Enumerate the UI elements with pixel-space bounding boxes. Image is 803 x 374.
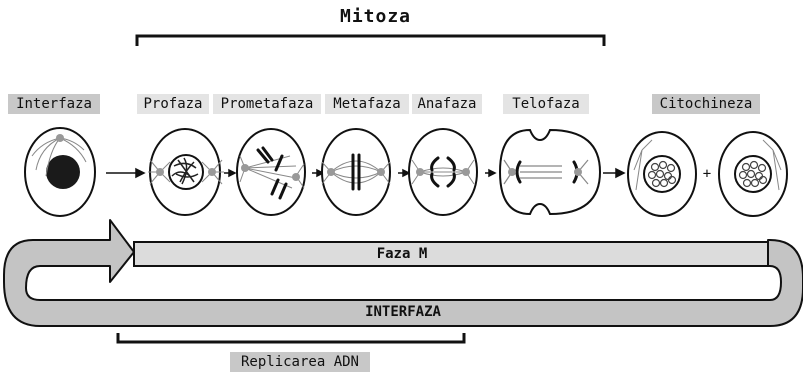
label-telophase: Telofaza (503, 94, 589, 114)
label-interphase: Interfaza (8, 94, 100, 114)
label-dna-replication: Replicarea ADN (230, 352, 370, 372)
cell-cytokinesis-right (719, 132, 787, 216)
cell-interphase (25, 128, 95, 216)
cell-telophase (500, 130, 600, 214)
mitosis-bracket (137, 36, 604, 46)
label-prometaphase: Prometafaza (213, 94, 321, 114)
cell-prophase (148, 129, 224, 215)
cell-cytokinesis-left (628, 132, 696, 216)
cell-anaphase (409, 129, 477, 215)
label-interphase-band: INTERFAZA (340, 302, 466, 322)
label-m-phase: Faza M (352, 244, 452, 264)
plus-sign: + (700, 164, 714, 184)
label-anaphase: Anafaza (412, 94, 482, 114)
cell-prometaphase (237, 129, 305, 215)
dna-replication-bracket (118, 333, 464, 342)
mitosis-title: Mitoza (340, 6, 411, 27)
cell-metaphase (322, 129, 390, 215)
label-cytokinesis: Citochineza (652, 94, 760, 114)
label-metaphase: Metafaza (325, 94, 409, 114)
label-prophase: Profaza (137, 94, 209, 114)
